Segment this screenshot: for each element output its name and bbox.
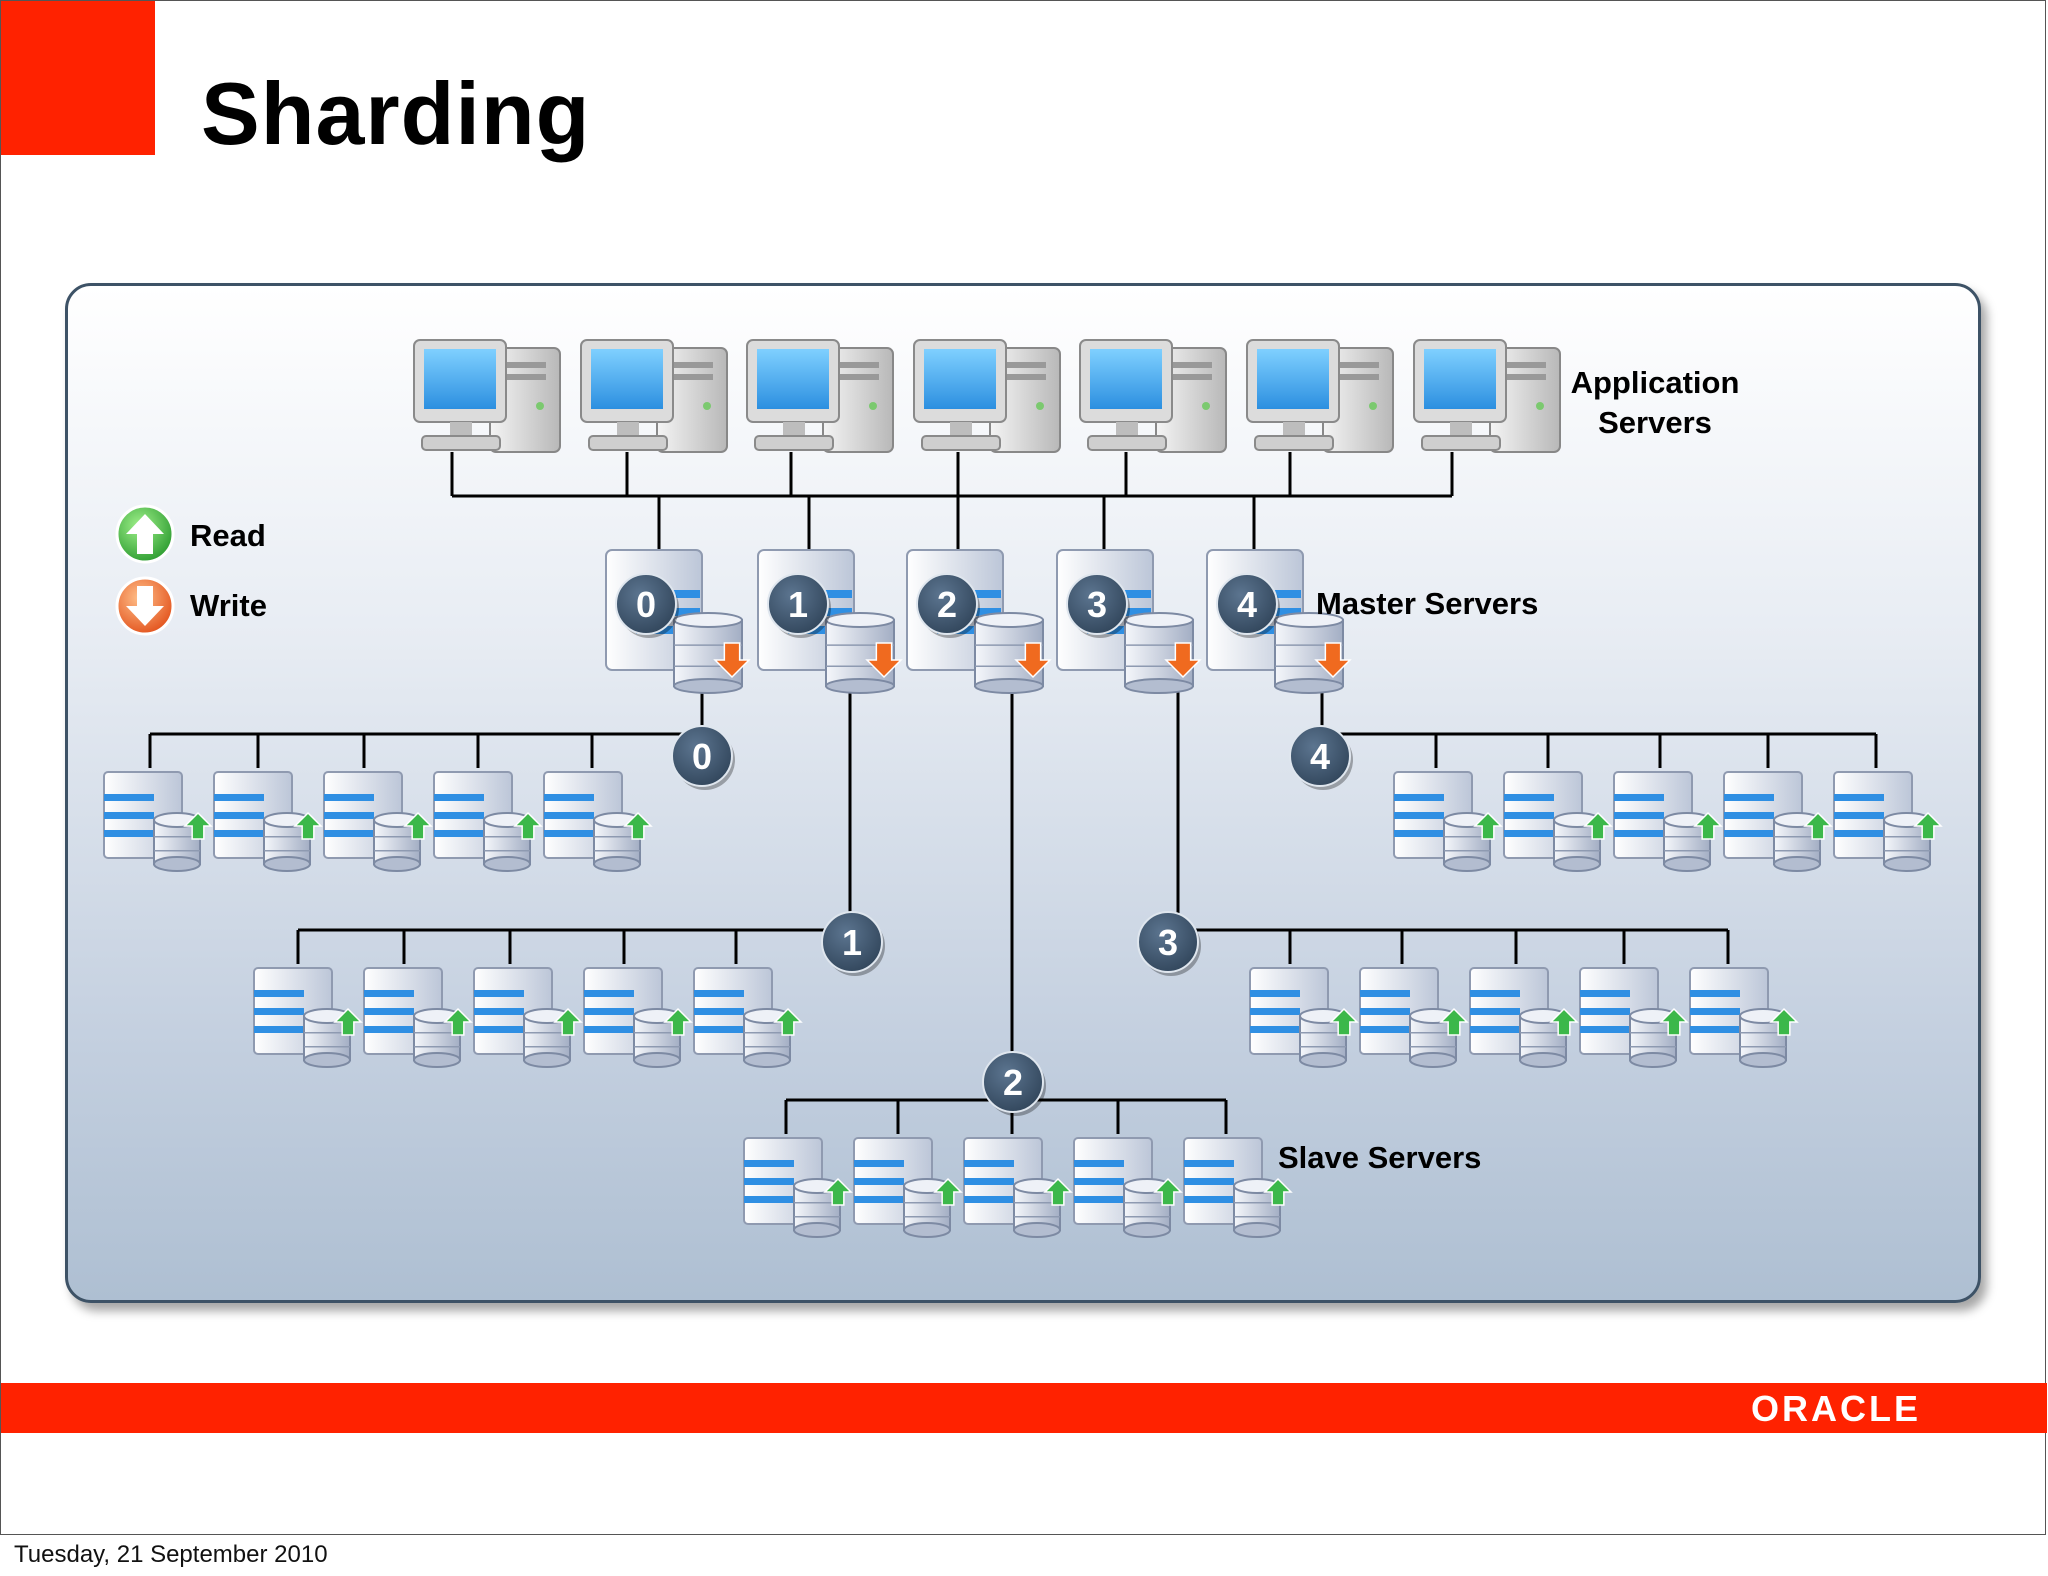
legend-read-label: Read [190, 518, 266, 553]
read-arrow-icon [623, 811, 653, 840]
slave-group-badge: 0 [671, 725, 735, 790]
write-arrow-icon [1164, 642, 1202, 679]
read-arrow-icon [773, 1007, 803, 1036]
application-server-computer-icon [913, 339, 1061, 453]
application-servers-label-1: Application [1571, 365, 1740, 400]
slave-server-icon [473, 967, 583, 1068]
slave-server-icon [1393, 771, 1503, 872]
read-arrow-icon [1913, 811, 1943, 840]
application-server-computer-icon [1246, 339, 1394, 453]
read-arrow-icon [1549, 1007, 1579, 1036]
read-arrow-icon [443, 1007, 473, 1036]
slave-server-icon [743, 1137, 853, 1238]
slave-server-icon [363, 967, 473, 1068]
read-arrow-icon [1043, 1177, 1073, 1206]
application-server-computer-icon [1413, 339, 1561, 453]
slave-server-icon [103, 771, 213, 872]
read-arrow-icon [1769, 1007, 1799, 1036]
read-arrow-icon [333, 1007, 363, 1036]
write-arrow-icon [1014, 642, 1052, 679]
master-badge: 0 [615, 573, 679, 638]
shard-number: 0 [692, 736, 712, 777]
write-arrow-icon [865, 642, 903, 679]
slave-group-badge: 1 [821, 911, 885, 976]
read-arrow-icon [663, 1007, 693, 1036]
slave-server-icon [963, 1137, 1073, 1238]
slave-server-icon [1359, 967, 1469, 1068]
read-arrow-icon [1803, 811, 1833, 840]
read-arrow-icon [1473, 811, 1503, 840]
slave-server-icon [213, 771, 323, 872]
read-arrow-icon [823, 1177, 853, 1206]
application-server-computer-icon [746, 339, 894, 453]
slave-server-icon [1469, 967, 1579, 1068]
read-arrow-icon [933, 1177, 963, 1206]
write-arrow-icon [1314, 642, 1352, 679]
slave-server-icon [323, 771, 433, 872]
master-badge: 4 [1216, 573, 1280, 638]
read-arrow-icon [1693, 811, 1723, 840]
read-arrow-icon [1329, 1007, 1359, 1036]
legend-write-label: Write [190, 588, 267, 623]
slave-servers-label: Slave Servers [1278, 1140, 1481, 1175]
slave-group-badge: 2 [982, 1051, 1046, 1116]
oracle-logo: ORACLE [1751, 1388, 1921, 1429]
read-arrow-icon [293, 811, 323, 840]
shard-number: 4 [1237, 584, 1257, 625]
accent-block [1, 1, 155, 155]
orange-down-arrow-icon [115, 576, 175, 636]
slave-server-icon [1183, 1137, 1293, 1238]
read-arrow-icon [1263, 1177, 1293, 1206]
read-arrow-icon [183, 811, 213, 840]
green-up-arrow-icon [115, 504, 175, 564]
read-arrow-icon [1583, 811, 1613, 840]
footer-bar [1, 1383, 2047, 1433]
shard-number: 2 [937, 584, 957, 625]
application-servers-label-2: Servers [1598, 405, 1712, 440]
read-arrow-icon [553, 1007, 583, 1036]
slave-server-icon [1579, 967, 1689, 1068]
read-arrow-icon [1153, 1177, 1183, 1206]
read-arrow-icon [403, 811, 433, 840]
application-server-computer-icon [413, 339, 561, 453]
slave-server-icon [693, 967, 803, 1068]
master-servers-label: Master Servers [1316, 586, 1538, 621]
read-arrow-icon [1439, 1007, 1469, 1036]
shard-number: 1 [842, 922, 862, 963]
write-arrow-icon [713, 642, 751, 679]
slave-server-icon [583, 967, 693, 1068]
master-badge: 2 [916, 573, 980, 638]
shard-number: 0 [636, 584, 656, 625]
slave-group-badge: 3 [1137, 911, 1201, 976]
master-badge: 1 [767, 573, 831, 638]
slave-server-icon [853, 1137, 963, 1238]
slave-server-icon [1249, 967, 1359, 1068]
footer-date: Tuesday, 21 September 2010 [14, 1541, 328, 1568]
master-badge: 3 [1066, 573, 1130, 638]
diagram-nodes: 0 1 2 3 4 0 4 1 3 2 [103, 339, 1943, 1238]
shard-number: 3 [1158, 922, 1178, 963]
connection-lines [148, 452, 1878, 1134]
shard-number: 1 [788, 584, 808, 625]
shard-number: 2 [1003, 1062, 1023, 1103]
application-server-computer-icon [1079, 339, 1227, 453]
slave-server-icon [1073, 1137, 1183, 1238]
slave-server-icon [543, 771, 653, 872]
slave-server-icon [1689, 967, 1799, 1068]
slave-server-icon [1723, 771, 1833, 872]
slave-server-icon [1833, 771, 1943, 872]
shard-number: 3 [1087, 584, 1107, 625]
slave-server-icon [433, 771, 543, 872]
slide-title: Sharding [201, 64, 591, 163]
shard-number: 4 [1310, 736, 1330, 777]
slave-server-icon [253, 967, 363, 1068]
application-server-computer-icon [580, 339, 728, 453]
slave-group-badge: 4 [1289, 725, 1353, 790]
read-arrow-icon [513, 811, 543, 840]
slave-server-icon [1503, 771, 1613, 872]
slave-server-icon [1613, 771, 1723, 872]
read-arrow-icon [1659, 1007, 1689, 1036]
